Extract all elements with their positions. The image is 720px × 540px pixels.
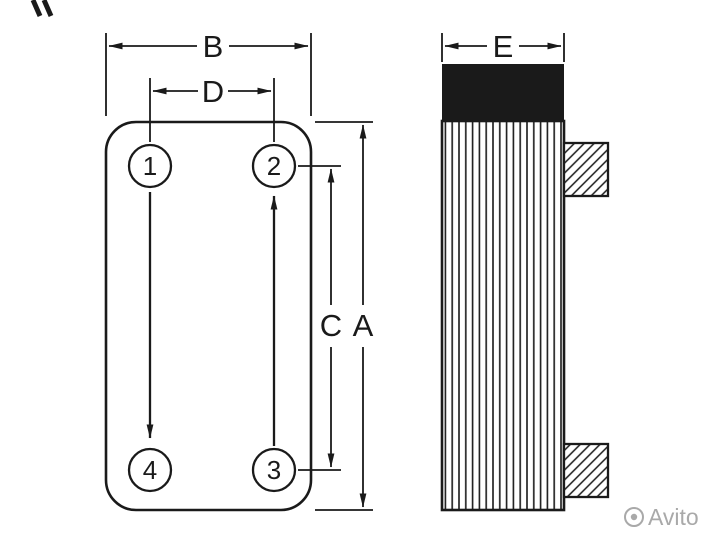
stub-top-hatch — [564, 143, 608, 196]
dim-a-label: A — [353, 308, 374, 343]
port-4-circle — [127, 447, 173, 493]
plate-outline — [104, 120, 313, 512]
side-top-cap — [442, 64, 564, 121]
front-view: 1 2 4 3 — [104, 120, 313, 512]
port-4-label: 4 — [143, 455, 157, 485]
port-1-label: 1 — [143, 151, 157, 181]
dimension-B: B — [105, 29, 312, 116]
port-2-circle — [251, 143, 297, 189]
dimension-D: D — [149, 74, 275, 142]
watermark: Avito — [624, 504, 699, 530]
stub-bottom-hatch — [564, 444, 608, 497]
dimension-E: E — [441, 29, 565, 64]
dim-b-label: B — [203, 29, 224, 64]
dim-d-label: D — [202, 74, 224, 109]
corner-mark-bar — [30, 0, 43, 18]
corner-mark-bar — [41, 0, 54, 18]
watermark-logo-dot — [630, 513, 638, 521]
port-1-circle — [127, 143, 173, 189]
dim-c-label: C — [320, 308, 342, 343]
watermark-logo-icon — [624, 507, 644, 527]
port-3-circle — [251, 447, 297, 493]
corner-mark — [30, 0, 54, 18]
watermark-text: Avito — [648, 504, 699, 530]
dimension-C: C — [298, 165, 342, 471]
port-3-label: 3 — [267, 455, 281, 485]
plate-pack-outline — [440, 119, 566, 512]
stub-bottom-outline — [562, 442, 610, 499]
plate-pack — [442, 121, 564, 510]
stub-top-outline — [562, 141, 610, 198]
side-view — [440, 64, 610, 512]
dim-e-label: E — [493, 29, 514, 64]
port-2-label: 2 — [267, 151, 281, 181]
dimension-A: A — [315, 121, 374, 511]
